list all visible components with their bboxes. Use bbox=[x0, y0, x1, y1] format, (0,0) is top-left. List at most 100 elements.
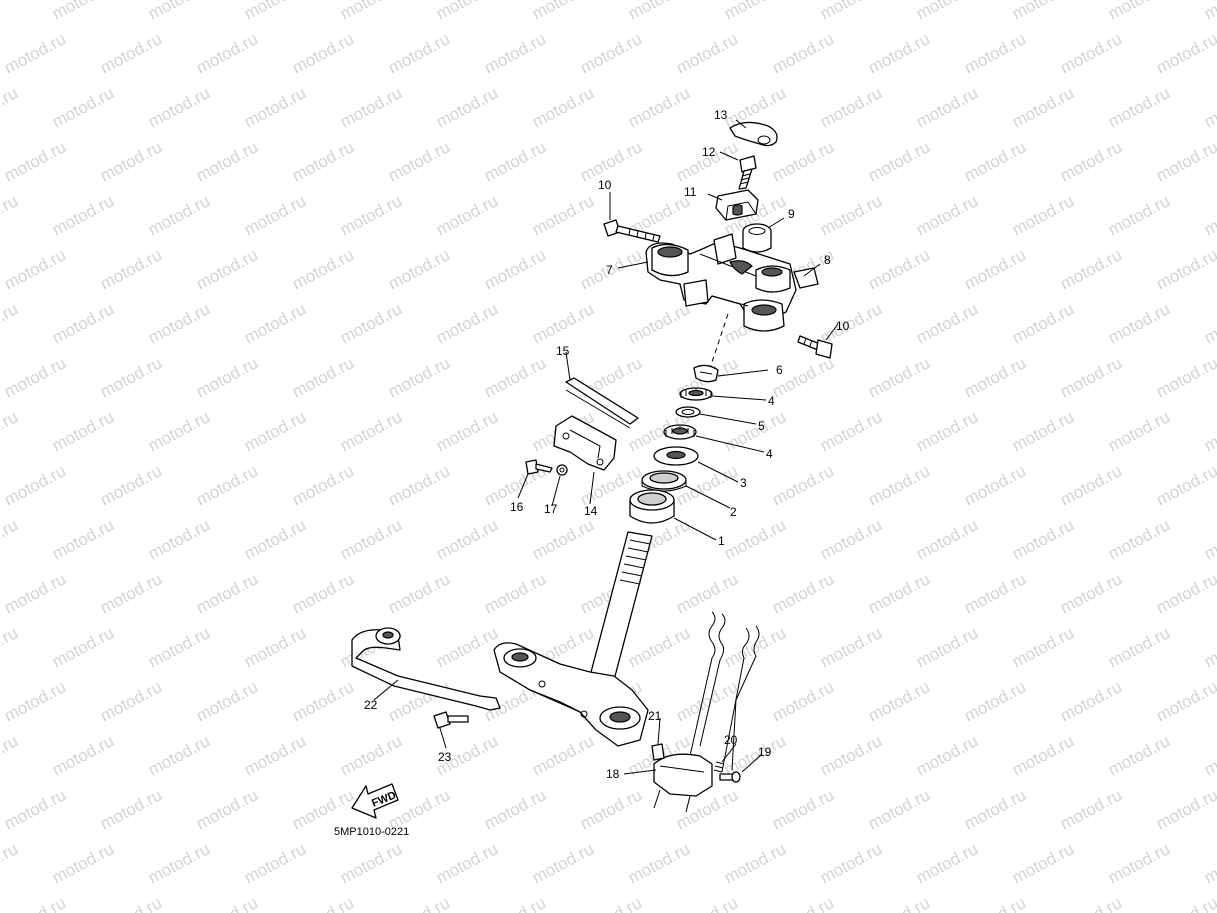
watermark-text: motod.ru bbox=[1105, 83, 1173, 131]
watermark-text: motod.ru bbox=[913, 0, 981, 24]
watermark-text: motod.ru bbox=[769, 137, 837, 185]
callout-22: 22 bbox=[364, 698, 378, 712]
watermark-text: motod.ru bbox=[1153, 569, 1217, 617]
watermark-text: motod.ru bbox=[241, 731, 309, 779]
part-5-washer bbox=[675, 406, 701, 418]
watermark-text: motod.ru bbox=[529, 515, 597, 563]
part-4-ring-nut-lower bbox=[663, 424, 697, 440]
callout-16: 16 bbox=[510, 500, 524, 514]
watermark-text: motod.ru bbox=[145, 515, 213, 563]
watermark-text: motod.ru bbox=[1057, 785, 1125, 833]
part-22-guard-pipe bbox=[351, 627, 501, 711]
watermark-text: motod.ru bbox=[769, 29, 837, 77]
watermark-text: motod.ru bbox=[289, 137, 357, 185]
watermark-text: motod.ru bbox=[481, 569, 549, 617]
watermark-text: motod.ru bbox=[97, 785, 165, 833]
watermark-text: motod.ru bbox=[1009, 623, 1077, 671]
callout-14: 14 bbox=[584, 504, 598, 518]
watermark-text: motod.ru bbox=[145, 0, 213, 24]
callout-18: 18 bbox=[606, 767, 620, 781]
watermark-text: motod.ru bbox=[433, 83, 501, 131]
watermark-text: motod.ru bbox=[817, 407, 885, 455]
part-6-lock-washer bbox=[693, 364, 719, 383]
watermark-text: motod.ru bbox=[145, 731, 213, 779]
watermark-text: motod.ru bbox=[145, 623, 213, 671]
callout-15: 15 bbox=[556, 344, 570, 358]
watermark-text: motod.ru bbox=[49, 731, 117, 779]
watermark-text: motod.ru bbox=[241, 839, 309, 887]
watermark-text: motod.ru bbox=[1105, 839, 1173, 887]
callout-11: 11 bbox=[684, 185, 697, 199]
watermark-text: motod.ru bbox=[241, 623, 309, 671]
watermark-text: motod.ru bbox=[865, 785, 933, 833]
watermark-text: motod.ru bbox=[289, 245, 357, 293]
watermark-text: motod.ru bbox=[481, 29, 549, 77]
watermark-text: motod.ru bbox=[913, 407, 981, 455]
watermark-text: motod.ru bbox=[0, 515, 21, 563]
watermark-text: motod.ru bbox=[1057, 29, 1125, 77]
watermark-text: motod.ru bbox=[193, 785, 261, 833]
watermark-text: motod.ru bbox=[1105, 623, 1173, 671]
watermark-text: motod.ru bbox=[49, 623, 117, 671]
watermark-text: motod.ru bbox=[49, 407, 117, 455]
watermark-text: motod.ru bbox=[529, 191, 597, 239]
watermark-text: motod.ru bbox=[0, 623, 21, 671]
callout-7: 7 bbox=[606, 263, 613, 277]
part-10-bolt-left bbox=[603, 219, 661, 243]
callout-4-upper: 4 bbox=[768, 394, 775, 408]
watermark-text: motod.ru bbox=[769, 461, 837, 509]
lower-bracket bbox=[493, 642, 649, 747]
callout-10-left: 10 bbox=[598, 178, 612, 192]
watermark-text: motod.ru bbox=[193, 245, 261, 293]
part-8-plate bbox=[793, 267, 819, 289]
watermark-text: motod.ru bbox=[529, 0, 597, 24]
part-11-holder-cap bbox=[715, 189, 759, 221]
watermark-text: motod.ru bbox=[577, 29, 645, 77]
watermark-text: motod.ru bbox=[865, 245, 933, 293]
watermark-text: motod.ru bbox=[385, 893, 453, 913]
watermark-text: motod.ru bbox=[1, 677, 69, 725]
watermark-text: motod.ru bbox=[145, 299, 213, 347]
watermark-text: motod.ru bbox=[961, 353, 1029, 401]
watermark-text: motod.ru bbox=[1201, 839, 1217, 887]
watermark-text: motod.ru bbox=[97, 245, 165, 293]
watermark-text: motod.ru bbox=[913, 731, 981, 779]
watermark-text: motod.ru bbox=[1201, 191, 1217, 239]
watermark-text: motod.ru bbox=[865, 353, 933, 401]
watermark-text: motod.ru bbox=[481, 785, 549, 833]
watermark-text: motod.ru bbox=[817, 623, 885, 671]
watermark-text: motod.ru bbox=[769, 893, 837, 913]
callout-23: 23 bbox=[438, 750, 452, 764]
watermark-text: motod.ru bbox=[193, 461, 261, 509]
watermark-text: motod.ru bbox=[1153, 461, 1217, 509]
watermark-text: motod.ru bbox=[1057, 893, 1125, 913]
watermark-text: motod.ru bbox=[817, 731, 885, 779]
callout-10-right: 10 bbox=[836, 319, 850, 333]
watermark-text: motod.ru bbox=[385, 137, 453, 185]
leader-lines bbox=[373, 119, 839, 775]
watermark-text: motod.ru bbox=[97, 893, 165, 913]
watermark-text: motod.ru bbox=[0, 299, 21, 347]
watermark-text: motod.ru bbox=[0, 191, 21, 239]
watermark-text: motod.ru bbox=[337, 191, 405, 239]
watermark-text: motod.ru bbox=[241, 83, 309, 131]
watermark-text: motod.ru bbox=[433, 299, 501, 347]
watermark-text: motod.ru bbox=[1009, 83, 1077, 131]
watermark-text: motod.ru bbox=[337, 515, 405, 563]
watermark-text: motod.ru bbox=[1, 893, 69, 913]
part-21-bolt bbox=[651, 743, 665, 761]
part-19-bolt bbox=[719, 771, 741, 783]
watermark-text: motod.ru bbox=[193, 677, 261, 725]
watermark-text: motod.ru bbox=[1, 353, 69, 401]
callout-5: 5 bbox=[758, 419, 765, 433]
watermark-text: motod.ru bbox=[1105, 299, 1173, 347]
callout-21: 21 bbox=[648, 709, 662, 723]
watermark-text: motod.ru bbox=[961, 677, 1029, 725]
part-10-bolt-right bbox=[797, 335, 833, 359]
watermark-text: motod.ru bbox=[97, 677, 165, 725]
watermark-text: motod.ru bbox=[817, 299, 885, 347]
watermark-text: motod.ru bbox=[721, 623, 789, 671]
watermark-text: motod.ru bbox=[289, 353, 357, 401]
watermark-text: motod.ru bbox=[865, 461, 933, 509]
watermark-text: motod.ru bbox=[1, 137, 69, 185]
